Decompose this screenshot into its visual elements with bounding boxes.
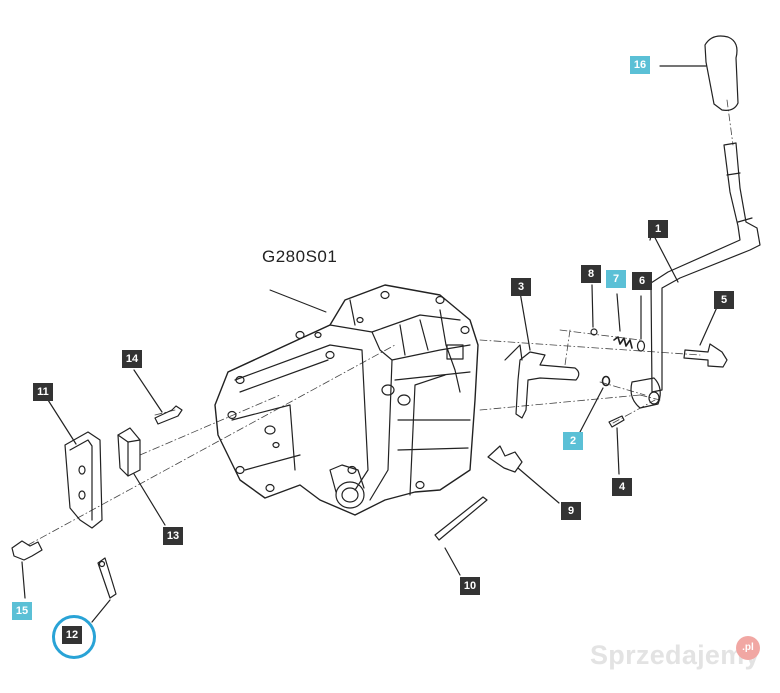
callout-2[interactable]: 2 — [563, 432, 583, 450]
link-plate — [91, 557, 117, 623]
callout-5[interactable]: 5 — [714, 291, 734, 309]
highlight-ring-callout-12 — [52, 615, 96, 659]
callout-13[interactable]: 13 — [163, 527, 183, 545]
shift-knob — [659, 35, 739, 111]
bolt-long — [133, 369, 183, 425]
switch-sensor — [117, 427, 166, 526]
watermark-logo: Sprzedajemy .pl — [590, 636, 760, 672]
lever-hub — [630, 377, 661, 409]
mounting-bracket — [47, 399, 103, 529]
assembly-axis-lines — [27, 99, 734, 546]
callout-7[interactable]: 7 — [606, 270, 626, 288]
drawing-code-label: G280S01 — [262, 247, 338, 266]
watermark-badge: .pl — [736, 636, 760, 660]
guide-rod — [434, 496, 488, 576]
gearbox-housing — [214, 284, 479, 516]
o-ring — [579, 375, 611, 433]
callout-8[interactable]: 8 — [581, 265, 601, 283]
bolt-short — [11, 540, 43, 599]
selector-finger — [487, 445, 560, 504]
callout-10[interactable]: 10 — [460, 577, 480, 595]
callout-14[interactable]: 14 — [122, 350, 142, 368]
small-pin — [608, 415, 625, 475]
lever-pin — [683, 304, 728, 368]
callout-16[interactable]: 16 — [630, 56, 650, 74]
shift-fork-shaft — [504, 291, 580, 419]
callout-6[interactable]: 6 — [632, 272, 652, 290]
callout-11[interactable]: 11 — [33, 383, 53, 401]
shift-lever — [649, 142, 761, 393]
callout-9[interactable]: 9 — [561, 502, 581, 520]
watermark-text: Sprzedajemy — [590, 640, 760, 670]
callout-15[interactable]: 15 — [12, 602, 32, 620]
small-parts-6-7-8 — [590, 284, 646, 352]
callout-4[interactable]: 4 — [612, 478, 632, 496]
callout-1[interactable]: 1 — [648, 220, 668, 238]
callout-3[interactable]: 3 — [511, 278, 531, 296]
